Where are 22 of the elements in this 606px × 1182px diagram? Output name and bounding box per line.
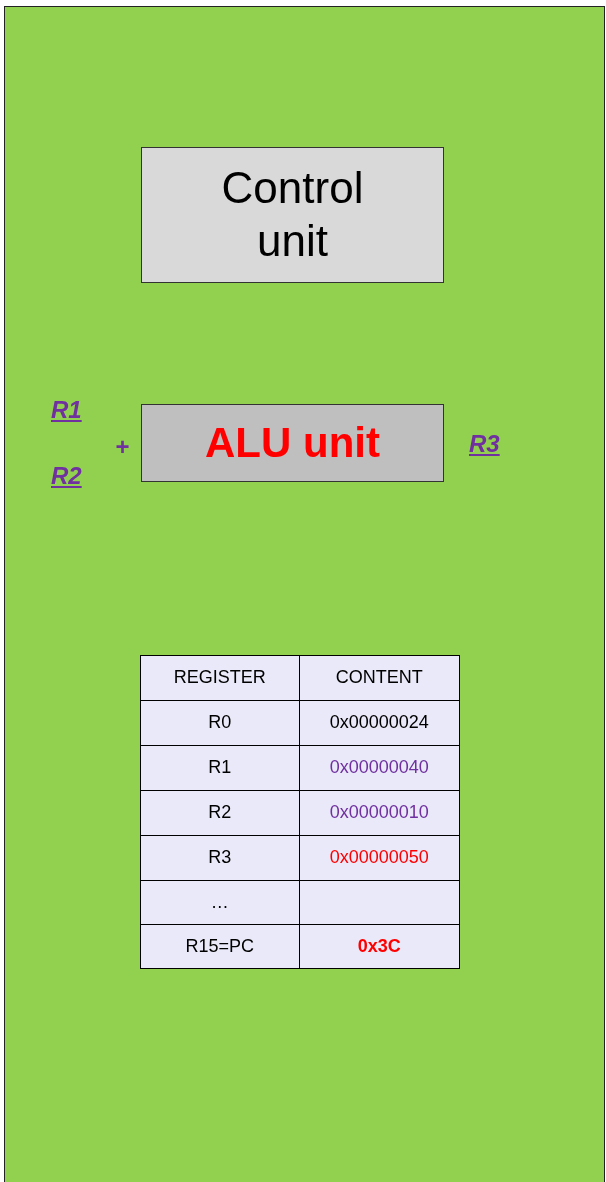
register-label: R3	[469, 429, 500, 458]
register-label: R2	[51, 461, 82, 490]
register-label: R1	[51, 395, 82, 424]
unit-label: ALU unit	[205, 417, 380, 468]
table-cell: R15=PC	[139, 923, 300, 969]
alu-box	[141, 404, 444, 482]
control-unit-box	[141, 147, 444, 283]
plus-sign: +	[115, 432, 130, 461]
table-cell: 0x3C	[298, 923, 460, 969]
panel-background	[4, 6, 605, 1182]
table-cell: 0x00000050	[298, 834, 460, 881]
table-cell: R2	[139, 789, 300, 836]
table-cell: R0	[139, 699, 300, 746]
table-cell: 0x00000010	[298, 789, 460, 836]
table-cell: 0x00000024	[298, 699, 460, 746]
table-header-cell: REGISTER	[139, 654, 300, 701]
unit-label: Control unit	[220, 162, 365, 267]
table-header-cell: CONTENT	[298, 654, 460, 701]
table-cell: 0x00000040	[298, 744, 460, 791]
table-cell: R3	[139, 834, 300, 881]
table-cell: R1	[139, 744, 300, 791]
table-cell: …	[139, 879, 300, 925]
